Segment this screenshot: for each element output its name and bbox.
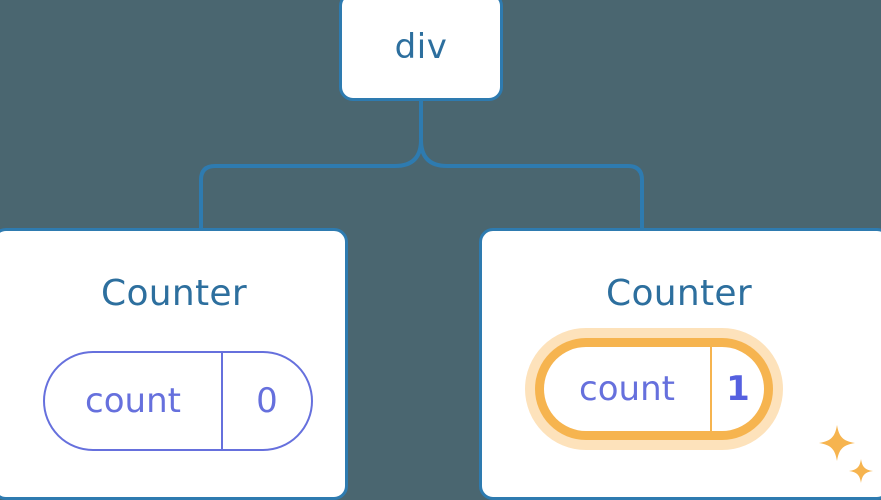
tree-node-root[interactable]: div xyxy=(339,0,503,101)
sparkle-large-icon xyxy=(819,425,855,461)
tree-node-root-label: div xyxy=(394,26,448,67)
tree-node-title: Counter xyxy=(606,273,752,314)
state-pill-value: 0 xyxy=(256,381,278,421)
sparkle-group xyxy=(819,425,873,483)
state-pill-value: 1 xyxy=(726,369,750,409)
state-pill[interactable]: count 0 xyxy=(43,351,313,451)
tree-node-title: Counter xyxy=(101,273,247,314)
state-pill[interactable]: count 1 xyxy=(544,347,764,431)
state-pill-wrapper: count 0 xyxy=(43,351,313,451)
state-pill-key: count xyxy=(544,347,712,431)
connector-to-left-child xyxy=(199,138,423,230)
state-pill-highlight-ring[interactable]: count 1 xyxy=(535,338,773,440)
state-pill-wrapper-highlighted: count 1 xyxy=(525,328,873,483)
connector-to-right-child xyxy=(419,138,644,230)
tree-node-counter-right[interactable]: Counter count 1 xyxy=(479,228,881,500)
sparkle-small-icon xyxy=(849,459,873,483)
tree-node-counter-left[interactable]: Counter count 0 xyxy=(0,228,348,500)
state-pill-glow: count 1 xyxy=(525,328,783,450)
state-pill-key: count xyxy=(45,353,223,449)
